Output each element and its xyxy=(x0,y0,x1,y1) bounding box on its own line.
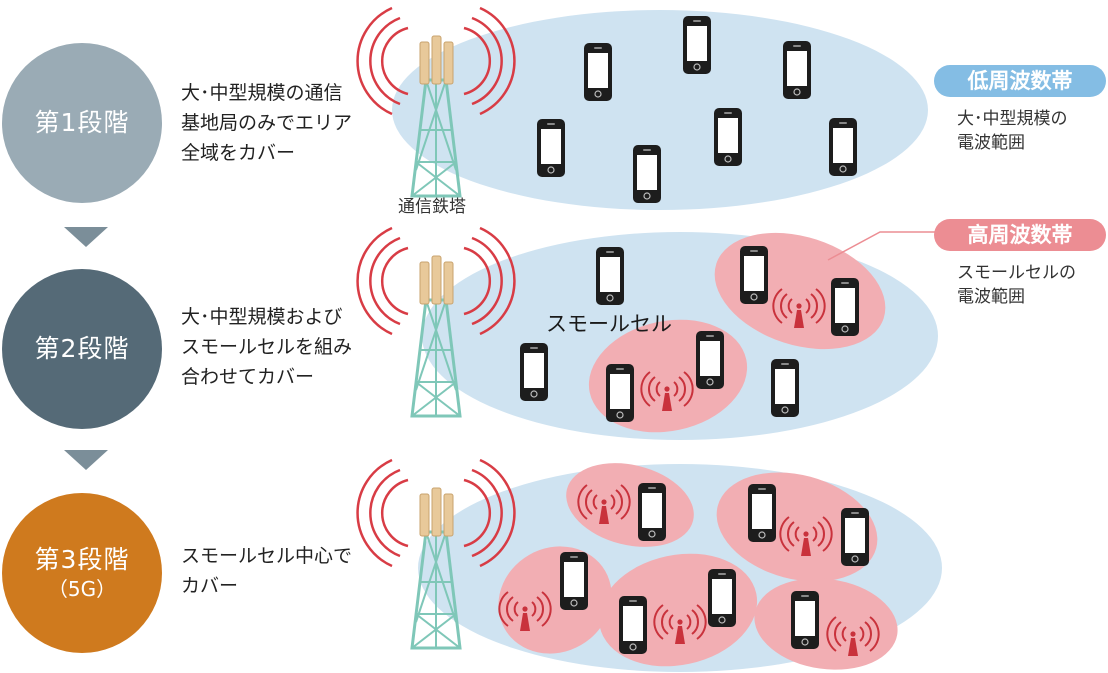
legend-desc-line: 電波範囲 xyxy=(957,133,1025,153)
stage-2-circle: 第2段階 xyxy=(2,269,162,429)
stage-2-desc-line: スモールセルを組み xyxy=(181,336,353,358)
smartphone-icon xyxy=(770,358,800,418)
stage-3-label: 第3段階 xyxy=(34,545,130,574)
smartphone-icon xyxy=(618,595,648,655)
down-arrow-icon xyxy=(64,450,108,470)
smartphone-icon xyxy=(605,363,635,423)
stage-2-label: 第2段階 xyxy=(34,334,130,363)
legend-desc-line: 大･中型規模の xyxy=(957,109,1068,129)
stage-2-desc-line: 合わせてカバー xyxy=(181,366,315,388)
legend-desc-line: スモールセルの xyxy=(957,263,1076,283)
stage-2-description: 大･中型規模および スモールセルを組み 合わせてカバー xyxy=(181,302,401,392)
smartphone-icon xyxy=(583,42,613,102)
stage-3-circle: 第3段階 （5G） xyxy=(2,493,162,653)
stage-1-desc-line: 全域をカバー xyxy=(181,142,296,164)
smartphone-icon xyxy=(536,118,566,178)
smartphone-icon xyxy=(595,246,625,306)
smartphone-icon xyxy=(747,483,777,543)
smartphone-icon xyxy=(632,144,662,204)
smartphone-icon xyxy=(828,117,858,177)
stage-3-sublabel: （5G） xyxy=(47,577,117,601)
legend-leader-line xyxy=(827,231,936,261)
smartphone-icon xyxy=(739,245,769,305)
smartphone-icon xyxy=(840,507,870,567)
legend-desc-line: 電波範囲 xyxy=(957,287,1025,307)
high-frequency-description: スモールセルの 電波範囲 xyxy=(957,261,1107,309)
low-frequency-description: 大･中型規模の 電波範囲 xyxy=(957,107,1107,155)
smartphone-icon xyxy=(559,551,589,611)
small-cell-label: スモールセル xyxy=(546,312,672,336)
smartphone-icon xyxy=(695,330,725,390)
stage-1-desc-line: 基地局のみでエリア xyxy=(181,112,353,134)
small-cell-coverage-area xyxy=(754,578,898,670)
low-frequency-badge: 低周波数帯 xyxy=(934,65,1106,97)
stage-3-desc-line: スモールセル中心で xyxy=(181,545,353,567)
stage-3-desc-line: カバー xyxy=(181,575,239,597)
stage-1-desc-line: 大･中型規模の通信 xyxy=(181,82,343,104)
smartphone-icon xyxy=(790,590,820,650)
stage-3-description: スモールセル中心で カバー xyxy=(181,541,401,601)
smartphone-icon xyxy=(682,15,712,75)
smartphone-icon xyxy=(707,568,737,628)
stage-1-description: 大･中型規模の通信 基地局のみでエリア 全域をカバー xyxy=(181,78,401,168)
high-frequency-badge: 高周波数帯 xyxy=(934,219,1106,251)
stage-1-label: 第1段階 xyxy=(34,108,130,137)
smartphone-icon xyxy=(782,40,812,100)
smartphone-icon xyxy=(830,277,860,337)
smartphone-icon xyxy=(637,482,667,542)
smartphone-icon xyxy=(519,342,549,402)
stage-1-circle: 第1段階 xyxy=(2,43,162,203)
down-arrow-icon xyxy=(64,227,108,247)
stage-2-desc-line: 大･中型規模および xyxy=(181,306,343,328)
tower-label: 通信鉄塔 xyxy=(398,197,466,217)
smartphone-icon xyxy=(713,107,743,167)
